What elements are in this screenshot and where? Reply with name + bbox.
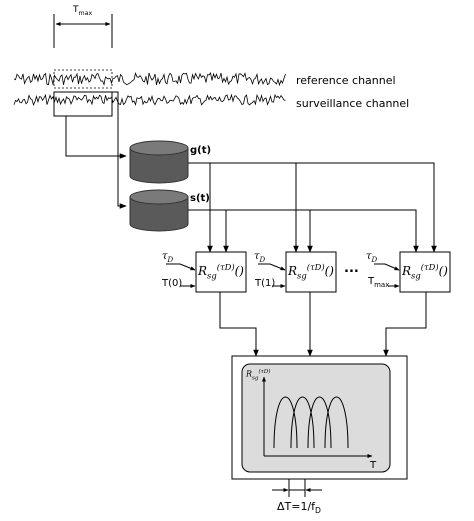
reference-signal-waveform (13, 72, 286, 87)
correlation-lobe (324, 396, 349, 449)
delta-t-marker (272, 479, 322, 497)
correlator-label-1: Rsg(τD)() (288, 262, 334, 281)
surveillance-channel-label: surveillance channel (296, 97, 410, 110)
input-flow-lines (65, 91, 127, 209)
correlation-lobes (273, 396, 349, 449)
plot-y-label: Rsg(τD) (246, 369, 271, 382)
correlation-lobe (307, 396, 332, 449)
tmax-label: Tmax (73, 5, 93, 17)
t-label-0: T(0) (162, 278, 183, 289)
correlator-box-1 (285, 251, 337, 293)
g-storage-cylinder (129, 140, 189, 184)
t-label-1: T(1) (255, 278, 276, 289)
s-storage-cylinder (129, 189, 189, 232)
surveillance-window-box (53, 91, 113, 117)
g-storage-label: g(t) (190, 145, 212, 156)
correlation-lobe (290, 396, 315, 449)
delta-t-label: ΔT=1/fD (277, 500, 321, 516)
tau-label-2: τD (366, 251, 378, 264)
plot-axes (262, 376, 373, 458)
g-bus (188, 162, 437, 253)
correlator-side-inputs (166, 263, 400, 288)
reference-channel-label: reference channel (296, 74, 396, 87)
plot-x-label: T (370, 460, 377, 471)
correlator-label-0: Rsg(τD)() (198, 262, 244, 281)
ellipsis: ... (344, 261, 359, 276)
display-panel (241, 363, 391, 473)
correlator-outputs (219, 292, 427, 357)
tau-label-0: τD (162, 251, 174, 264)
tau-label-1: τD (254, 251, 266, 264)
correlator-label-2: Rsg(τD)() (402, 262, 448, 281)
correlator-box-2 (399, 251, 451, 293)
tmax-dimension (53, 14, 113, 48)
s-bus (188, 209, 419, 253)
reference-window-box (53, 69, 113, 89)
correlation-lobe (273, 396, 298, 449)
t-label-2: Tmax (368, 276, 390, 289)
surveillance-signal-waveform (13, 93, 286, 107)
s-storage-label: s(t) (190, 193, 210, 204)
correlator-box-0 (195, 251, 247, 293)
